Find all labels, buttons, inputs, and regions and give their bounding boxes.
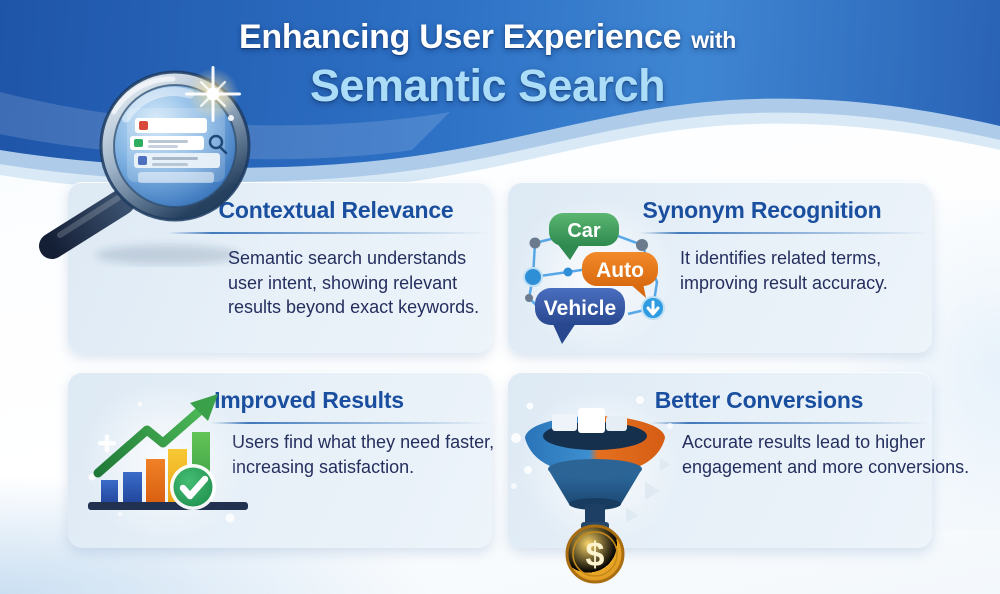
- network-node-gray: [529, 237, 541, 249]
- speech-bubble-car: Car: [549, 213, 619, 260]
- magnifying-glass-search-results-icon: [39, 66, 251, 265]
- bar-3-orange: [146, 459, 165, 504]
- card-title: Contextual Relevance: [218, 197, 454, 223]
- bar-1-blue: [101, 480, 118, 504]
- card-title-divider: [640, 232, 928, 234]
- sparkle-icon: [185, 66, 241, 122]
- magnifier-handle: [39, 189, 135, 259]
- speech-bubble-auto: Auto: [582, 252, 658, 298]
- green-marker: [134, 139, 143, 147]
- body-line: user intent, showing relevant: [228, 272, 458, 293]
- title-line-2: Semantic Search: [309, 60, 666, 111]
- title-line-1: Enhancing User Experience with: [0, 18, 975, 57]
- search-result-row-2: [130, 136, 204, 150]
- red-marker: [139, 121, 148, 130]
- card-body: It identifies related terms, improving r…: [680, 246, 888, 295]
- mini-search-icon: [208, 134, 228, 155]
- magnifier-shadow: [96, 245, 240, 265]
- network-node-gray: [636, 239, 648, 251]
- body-line: Accurate results lead to higher: [682, 432, 926, 452]
- network-nodes: [523, 237, 648, 302]
- bubble-label: Car: [567, 220, 601, 242]
- blue-marker: [138, 156, 147, 165]
- card-body: Accurate results lead to higher engageme…: [682, 430, 969, 479]
- body-line: improving result accuracy.: [680, 272, 888, 293]
- funnel-cone: [548, 459, 642, 530]
- page-title: Enhancing User Experience with Semantic S…: [0, 18, 975, 112]
- card-title: Synonym Recognition: [642, 197, 882, 223]
- lens-glare: [121, 87, 195, 123]
- body-line: increasing satisfaction.: [232, 456, 415, 477]
- card-body: Users find what they need faster, increa…: [232, 430, 494, 479]
- network-node-blue: [523, 267, 543, 287]
- dollar-coin-icon: $: [565, 524, 625, 584]
- network-node-gray-small: [525, 294, 533, 302]
- search-result-row-1: [135, 118, 207, 133]
- card-title-divider: [650, 422, 928, 424]
- network-node-blue-small: [563, 267, 573, 277]
- search-result-row-3: [134, 153, 220, 168]
- dot-decorations: [511, 396, 673, 489]
- card-title: Improved Results: [214, 387, 404, 413]
- growth-bar-chart-check-icon: [88, 394, 248, 523]
- down-arrow-node-icon: [641, 296, 665, 320]
- incoming-cubes: [552, 408, 627, 433]
- conversion-funnel-coin-icon: $: [511, 396, 673, 584]
- wave-blue-band: [0, 0, 1000, 168]
- bubble-label: Auto: [596, 259, 644, 282]
- chart-base-platform: [88, 502, 248, 510]
- speech-bubble-vehicle: Vehicle: [535, 288, 625, 344]
- card-synonym-recognition: Synonym Recognition It identifies relate…: [508, 182, 932, 353]
- synonym-speech-bubbles-network-icon: Car Auto Vehicle: [523, 213, 665, 344]
- card-title-divider: [168, 232, 488, 234]
- search-result-row-4: [138, 172, 214, 183]
- card-improved-results: Improved Results Users find what they ne…: [68, 372, 494, 548]
- sparkle-decorations: [88, 401, 235, 523]
- funnel-bowl: [525, 408, 665, 474]
- body-line: results beyond exact keywords.: [228, 297, 480, 317]
- check-badge-icon: [170, 464, 216, 510]
- card-title-divider: [210, 422, 488, 424]
- body-line: engagement and more conversions.: [682, 456, 970, 477]
- coin-symbol: $: [586, 536, 605, 574]
- search-results-panel: [127, 108, 228, 183]
- body-line: Users find what they need faster,: [232, 432, 495, 452]
- bar-2-blue: [123, 472, 142, 504]
- bubble-label: Vehicle: [544, 297, 616, 320]
- trend-arrow-icon: [93, 394, 218, 478]
- body-line: It identifies related terms,: [680, 248, 882, 268]
- title-main-text: Enhancing User Experience: [238, 18, 682, 56]
- funnel-stem: [585, 504, 605, 526]
- card-better-conversions: Better Conversions Accurate results lead…: [508, 372, 969, 584]
- title-connector-text: with: [691, 27, 737, 53]
- card-title: Better Conversions: [654, 387, 864, 413]
- body-line: Semantic search understands: [228, 248, 467, 268]
- triangle-decorations: [626, 458, 671, 523]
- card-body: Semantic search understands user intent,…: [228, 246, 479, 320]
